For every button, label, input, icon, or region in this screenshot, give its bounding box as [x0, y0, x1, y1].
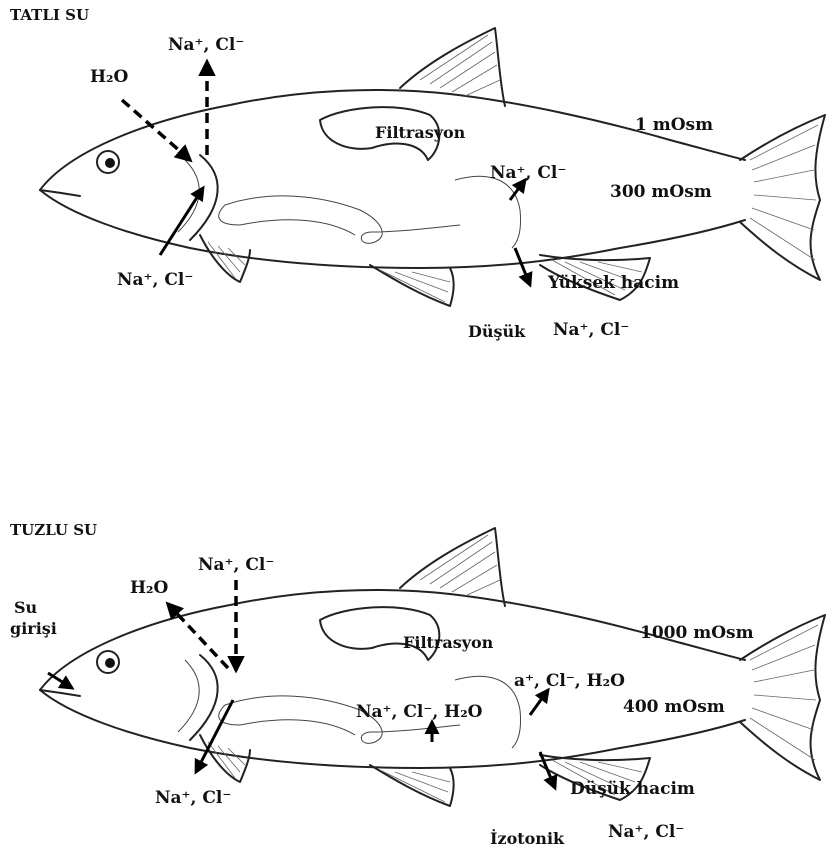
water-intake-label-1: Su	[14, 598, 38, 617]
water-intake-arrow	[48, 673, 72, 688]
ion-uptake-label: Na⁺, Cl⁻	[117, 270, 193, 290]
ion-in-label: Na⁺, Cl⁻	[198, 555, 274, 575]
ion-loss-label: Na⁺, Cl⁻	[168, 35, 244, 55]
outside-osmolarity-salt: 1000 mOsm	[640, 623, 754, 643]
water-out-arrow	[168, 604, 228, 668]
urine-volume-label: Yüksek hacim	[547, 273, 679, 293]
water-out-label: H₂O	[130, 578, 169, 598]
urine-iso-label: İzotonik	[490, 828, 565, 848]
freshwater-fish	[40, 28, 825, 306]
urine-ions-label: Na⁺, Cl⁻	[553, 320, 629, 340]
kidney-reabsorb-label: a⁺, Cl⁻, H₂O	[514, 671, 625, 691]
freshwater-title: TATLI SU	[10, 6, 89, 24]
urine-volume-label-salt: Düşük hacim	[570, 779, 695, 799]
kidney-reabsorb-arrow	[530, 690, 548, 715]
freshwater-panel: TATLI SU Na⁺, Cl⁻ H₂O Na⁺, Cl⁻ Filtrasyo…	[10, 6, 825, 341]
gut-absorb-label: Na⁺, Cl⁻, H₂O	[356, 702, 483, 722]
inside-osmolarity: 300 mOsm	[610, 182, 712, 202]
outside-osmolarity: 1 mOsm	[635, 115, 713, 135]
urine-low-label: Düşük	[468, 322, 526, 341]
water-in-label: H₂O	[90, 67, 129, 87]
gill-excrete-label: Na⁺, Cl⁻	[155, 788, 231, 808]
urine-ions-label-salt: Na⁺, Cl⁻	[608, 822, 684, 842]
reabsorb-label: Na⁺, Cl⁻	[490, 163, 566, 183]
filtration-label: Filtrasyon	[375, 123, 466, 142]
urine-arrow	[515, 248, 530, 285]
water-in-arrow	[122, 100, 190, 160]
filtration-label-salt: Filtrasyon	[403, 633, 494, 652]
saltwater-title: TUZLU SU	[10, 521, 97, 539]
inside-osmolarity-salt: 400 mOsm	[623, 697, 725, 717]
water-intake-label-2: girişi	[10, 619, 57, 638]
saltwater-fish	[40, 528, 825, 806]
ion-uptake-arrow	[160, 188, 203, 255]
saltwater-panel: TUZLU SU Su girişi H₂O Na⁺, Cl⁻ Na⁺, Cl⁻…	[10, 521, 825, 848]
